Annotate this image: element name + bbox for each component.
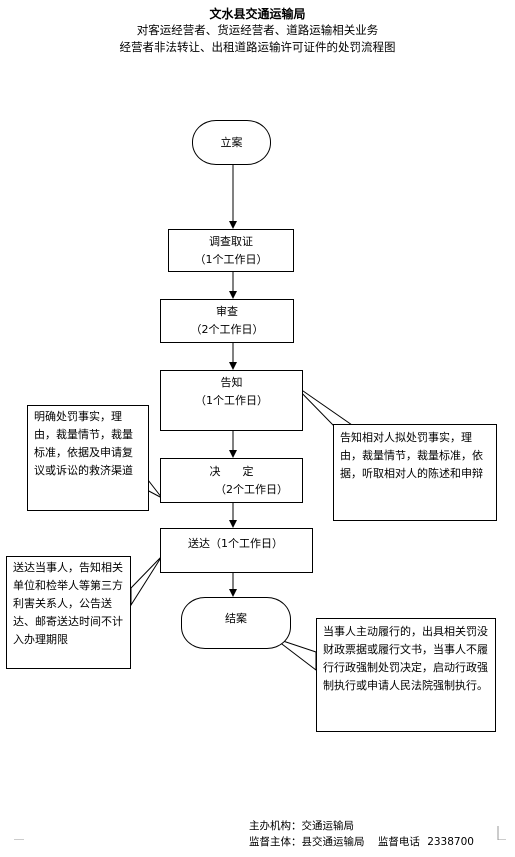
node-review-title: 审查 — [216, 305, 238, 318]
footer-organizer: 主办机构：交通运输局 — [249, 820, 354, 832]
node-review: 审查 （2个工作日） — [160, 299, 294, 343]
node-start-label: 立案 — [220, 135, 243, 149]
node-deliver: 送达（1个工作日） — [160, 528, 313, 573]
note-decide: 明确处罚事实，理由，裁量情节，裁量标准，依据及申请复议或诉讼的救济渠道 — [27, 405, 149, 511]
note-notify-text: 告知相对人拟处罚事实，理由，裁量情节，裁量标准，依据，听取相对人的陈述和申辩 — [340, 431, 483, 480]
node-review-days: （2个工作日） — [190, 323, 264, 336]
node-investigate-days: （1个工作日） — [194, 253, 268, 266]
callout-pointer-deliver — [130, 555, 163, 607]
node-investigate: 调查取证 （1个工作日） — [168, 229, 294, 272]
corner-mark-right-icon — [497, 826, 506, 840]
node-decide: 决 定 （2个工作日） — [160, 458, 303, 503]
node-notify: 告知 （1个工作日） — [160, 370, 303, 431]
note-decide-text: 明确处罚事实，理由，裁量情节，裁量标准，依据及申请复议或诉讼的救济渠道 — [34, 410, 133, 477]
node-decide-title: 决 定 — [209, 465, 254, 478]
note-deliver: 送达当事人，告知相关单位和检举人等第三方利害关系人，公告送达、邮寄送达时间不计入… — [6, 556, 131, 669]
title-line-1: 文水县交通运输局 — [209, 7, 306, 21]
node-deliver-label: 送达（1个工作日） — [188, 537, 283, 550]
node-notify-title: 告知 — [220, 376, 243, 389]
footer-supervisor: 监督主体：县交通运输局 — [249, 836, 365, 848]
title-line-3: 经营者非法转让、出租道路运输许可证件的处罚流程图 — [119, 40, 396, 54]
node-decide-days: （2个工作日） — [215, 483, 288, 496]
corner-mark-left-icon — [14, 839, 24, 840]
node-start: 立案 — [192, 120, 271, 165]
footer-supervisor-line: 监督主体：县交通运输局 监督电话 2338700 — [249, 834, 474, 850]
node-investigate-title: 调查取证 — [209, 235, 253, 248]
footer-phone-label: 监督电话 — [377, 836, 420, 848]
footer-phone: 2338700 — [427, 836, 474, 848]
note-end: 当事人主动履行的，出具相关罚没财政票据或履行文书，当事人不履行行政强制处罚决定，… — [316, 618, 496, 732]
node-end: 结案 — [181, 597, 291, 649]
note-notify: 告知相对人拟处罚事实，理由，裁量情节，裁量标准，依据，听取相对人的陈述和申辩 — [333, 424, 497, 521]
note-deliver-text: 送达当事人，告知相关单位和检举人等第三方利害关系人，公告送达、邮寄送达时间不计入… — [13, 561, 123, 646]
note-end-text: 当事人主动履行的，出具相关罚没财政票据或履行文书，当事人不履行行政强制处罚决定，… — [323, 625, 488, 692]
node-end-label: 结案 — [225, 612, 247, 625]
title-line-2: 对客运经营者、货运经营者、道路运输相关业务 — [136, 23, 379, 37]
node-notify-days: （1个工作日） — [195, 394, 268, 407]
